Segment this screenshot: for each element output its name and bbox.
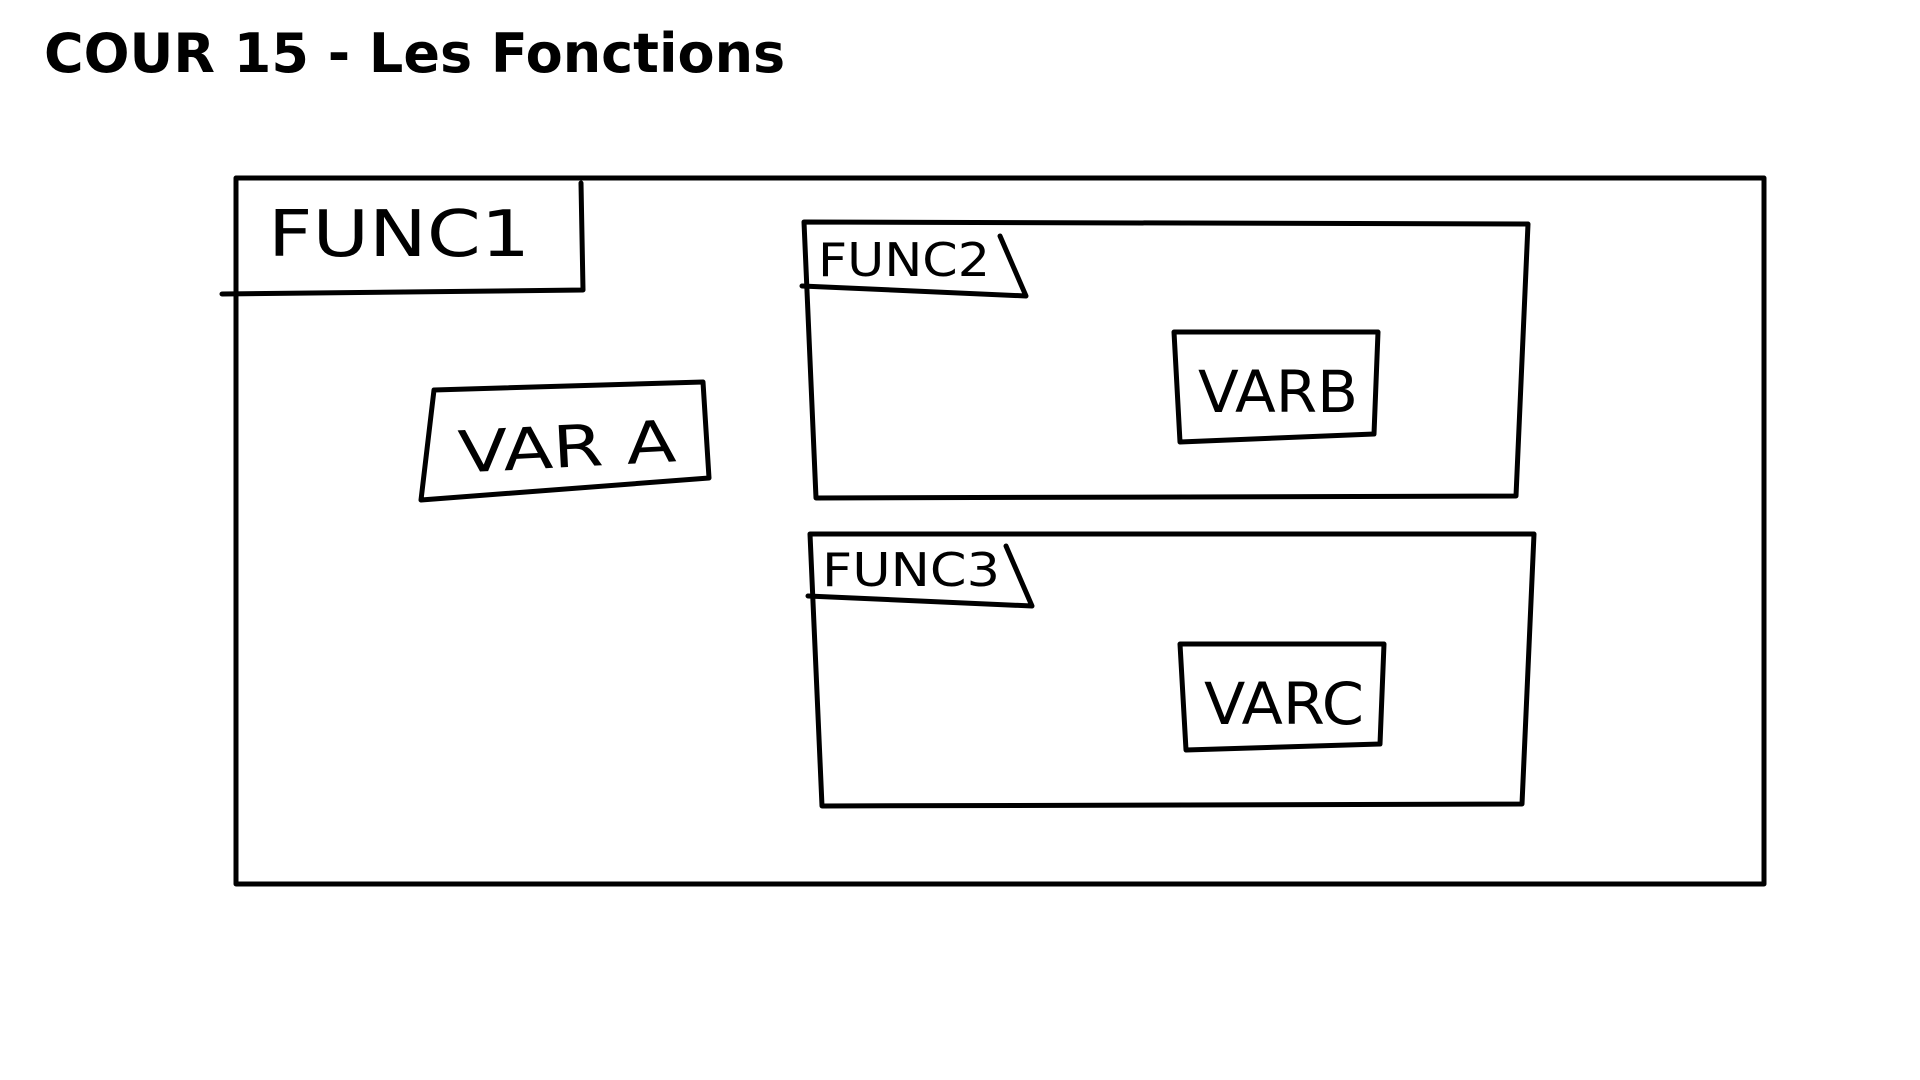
func2-label: FUNC2: [818, 233, 990, 287]
func2-scope: FUNC2: [799, 219, 1531, 501]
var-c-box: [1177, 641, 1387, 753]
var-a-node: VAR A: [418, 379, 712, 503]
var-b-box: [1171, 329, 1381, 445]
var-c-node: VARC: [1177, 641, 1387, 753]
var-c-label: VARC: [1204, 670, 1364, 738]
func1-label: FUNC1: [268, 198, 530, 272]
func2-label-tab: [799, 233, 1029, 299]
func1-scope: FUNC1: [219, 175, 1767, 887]
func2-box: [801, 219, 1531, 501]
func1-label-tab: [219, 180, 586, 297]
var-b-node: VARB: [1171, 329, 1381, 445]
func3-box: [807, 531, 1537, 809]
func1-box: [233, 175, 1767, 887]
var-b-label: VARB: [1198, 358, 1358, 426]
func3-label: FUNC3: [822, 543, 1000, 597]
func3-scope: FUNC3: [805, 531, 1537, 809]
page-title: COUR 15 - Les Fonctions: [44, 22, 786, 85]
var-a-box: [418, 379, 712, 503]
func3-label-tab: [805, 543, 1035, 609]
var-a-label: VAR A: [456, 407, 678, 486]
